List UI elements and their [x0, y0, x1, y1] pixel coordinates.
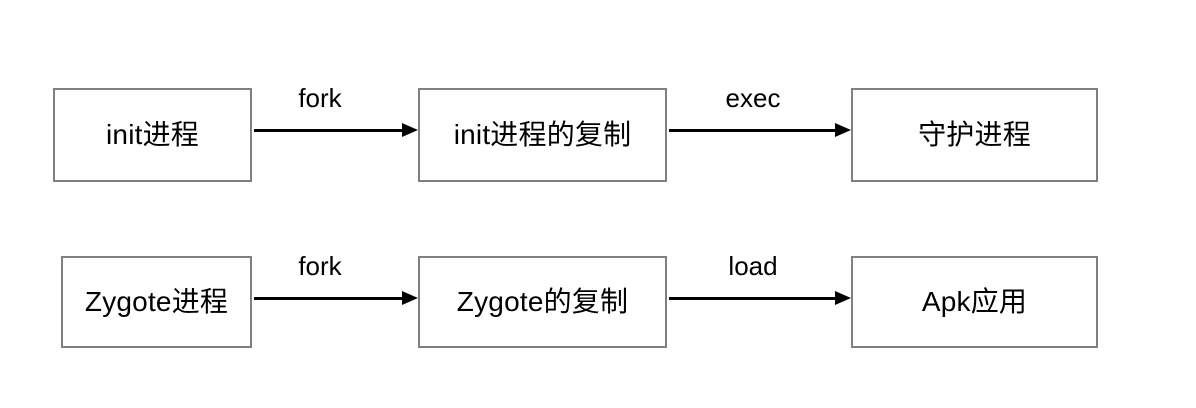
arrowhead-icon — [402, 123, 418, 137]
edge-line — [669, 297, 835, 300]
node-label: init进程 — [106, 119, 199, 150]
edge-label: fork — [298, 251, 342, 281]
edge-label: fork — [298, 83, 342, 113]
node-label: Zygote进程 — [84, 286, 229, 317]
node-label: Apk应用 — [921, 286, 1028, 317]
node-label: Zygote的复制 — [456, 286, 629, 317]
node-apk-application[interactable]: Apk应用 — [851, 256, 1098, 348]
node-zygote-process[interactable]: Zygote进程 — [61, 256, 252, 348]
edge-line — [254, 297, 402, 300]
node-init-process-copy[interactable]: init进程的复制 — [418, 88, 667, 182]
arrowhead-icon — [835, 291, 851, 305]
edge-label: exec — [725, 83, 781, 113]
edge-line — [254, 129, 402, 132]
arrowhead-icon — [835, 123, 851, 137]
arrowhead-icon — [402, 291, 418, 305]
node-daemon-process[interactable]: 守护进程 — [851, 88, 1098, 182]
edge-line — [669, 129, 835, 132]
node-label: 守护进程 — [918, 119, 1031, 150]
edge-label: load — [728, 251, 778, 281]
node-init-process[interactable]: init进程 — [53, 88, 252, 182]
node-label: init进程的复制 — [453, 119, 632, 150]
node-zygote-copy[interactable]: Zygote的复制 — [418, 256, 667, 348]
